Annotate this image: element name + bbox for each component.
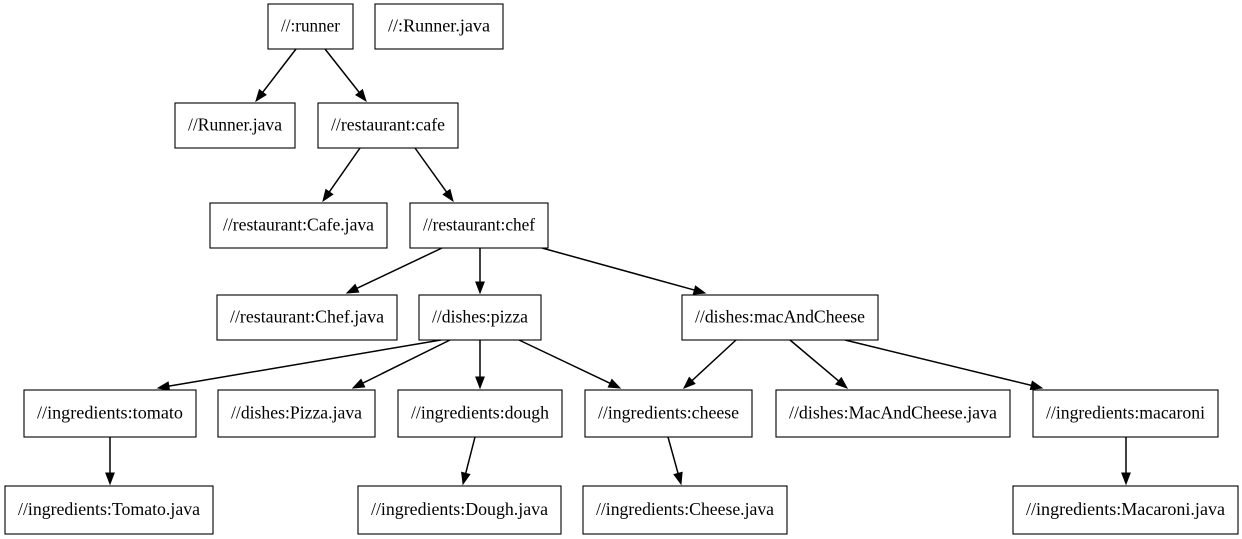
node-label-cheese_java: //ingredients:Cheese.java [596, 499, 774, 519]
node-label-pizza_java: //dishes:Pizza.java [231, 403, 362, 423]
edge-pizza-to-tomato [156, 339, 442, 391]
node-cheese[interactable]: //ingredients:cheese [584, 389, 753, 438]
node-cafe[interactable]: //restaurant:cafe [317, 102, 459, 149]
node-label-cafe: //restaurant:cafe [331, 115, 445, 135]
node-pizza[interactable]: //dishes:pizza [418, 294, 542, 341]
node-macandcheese_java[interactable]: //dishes:MacAndCheese.java [775, 389, 1011, 438]
edge-macandcheese-to-macandcheese_java [789, 339, 849, 389]
node-chef[interactable]: //restaurant:chef [409, 202, 549, 249]
node-runner_java[interactable]: //Runner.java [174, 102, 296, 149]
edges-layer [105, 48, 1131, 486]
node-label-tomato_java: //ingredients:Tomato.java [18, 499, 200, 519]
node-label-chef: //restaurant:chef [423, 215, 535, 235]
edge-tomato-to-tomato_java [105, 437, 115, 486]
edge-cheese-to-cheese_java [667, 436, 683, 486]
node-label-macandcheese_java: //dishes:MacAndCheese.java [789, 403, 997, 423]
node-label-tomato: //ingredients:tomato [37, 403, 183, 423]
node-pizza_java[interactable]: //dishes:Pizza.java [217, 389, 376, 438]
node-label-dough: //ingredients:dough [411, 403, 549, 423]
edge-pizza-to-cheese [518, 339, 622, 389]
edge-chef-to-chef_java [345, 247, 443, 294]
edge-chef-to-pizza [475, 248, 485, 295]
node-root_runner_java[interactable]: //:Runner.java [374, 3, 504, 50]
edge-pizza-to-dough [475, 340, 485, 390]
edge-dough-to-dough_java [461, 436, 476, 486]
node-label-cafe_java: //restaurant:Cafe.java [223, 215, 374, 235]
node-label-macaroni_java: //ingredients:Macaroni.java [1026, 499, 1225, 519]
node-label-pizza: //dishes:pizza [432, 307, 528, 327]
edge-macandcheese-to-macaroni [844, 339, 1044, 391]
node-cheese_java[interactable]: //ingredients:Cheese.java [582, 485, 788, 535]
node-cafe_java[interactable]: //restaurant:Cafe.java [209, 202, 388, 249]
edge-runner-to-cafe [324, 48, 367, 103]
node-macaroni[interactable]: //ingredients:macaroni [1032, 389, 1219, 438]
node-tomato[interactable]: //ingredients:tomato [23, 389, 197, 438]
node-tomato_java[interactable]: //ingredients:Tomato.java [4, 485, 214, 535]
node-label-cheese: //ingredients:cheese [598, 403, 739, 423]
edge-chef-to-macandcheese [541, 247, 707, 295]
node-chef_java[interactable]: //restaurant:Chef.java [216, 294, 398, 341]
edge-macandcheese-to-cheese [682, 339, 737, 389]
edge-runner-to-runner_java [255, 48, 297, 103]
node-runner[interactable]: //:runner [267, 3, 354, 50]
node-macaroni_java[interactable]: //ingredients:Macaroni.java [1012, 485, 1239, 535]
node-label-macandcheese: //dishes:macAndCheese [695, 307, 865, 327]
node-macandcheese[interactable]: //dishes:macAndCheese [681, 294, 879, 341]
node-label-chef_java: //restaurant:Chef.java [230, 307, 384, 327]
node-label-macaroni: //ingredients:macaroni [1046, 403, 1205, 423]
node-label-dough_java: //ingredients:Dough.java [371, 499, 548, 519]
nodes-layer: //:runner //:Runner.java //Runner.java //re… [4, 3, 1239, 535]
edge-cafe-to-chef [414, 147, 454, 203]
edge-pizza-to-pizza_java [351, 339, 451, 389]
node-label-runner: //:runner [281, 16, 340, 36]
node-dough[interactable]: //ingredients:dough [397, 389, 563, 438]
node-label-runner_java: //Runner.java [188, 115, 282, 135]
node-label-root_runner_java: //:Runner.java [388, 16, 490, 36]
edge-macaroni-to-macaroni_java [1121, 437, 1131, 486]
edge-cafe-to-cafe_java [322, 147, 361, 203]
node-dough_java[interactable]: //ingredients:Dough.java [357, 485, 562, 535]
